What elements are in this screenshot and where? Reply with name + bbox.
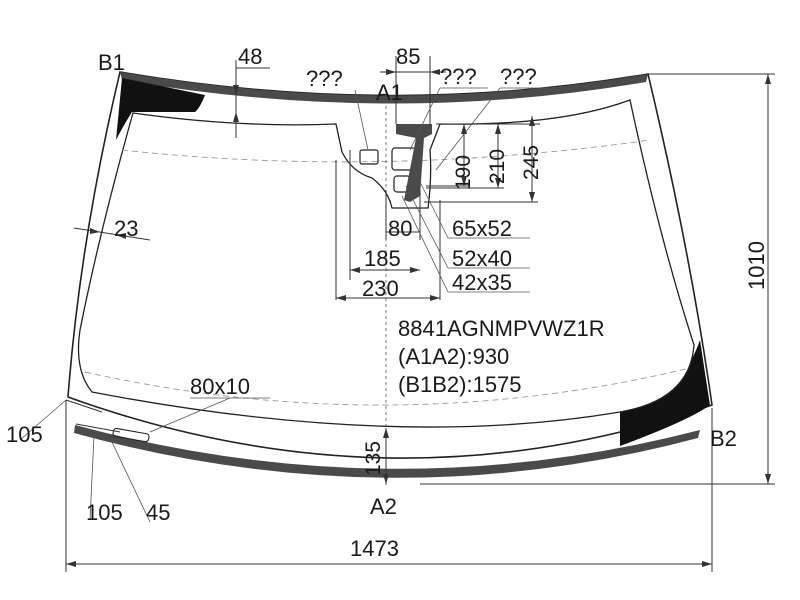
dim-unknown-2: ??? — [440, 64, 477, 89]
mirror-mount — [396, 124, 432, 202]
label-b2: B2 — [710, 426, 737, 451]
label-a2: A2 — [370, 494, 397, 519]
dashed-lower-line — [84, 367, 691, 406]
size-65x52: 65x52 — [452, 216, 512, 241]
dim-h210: 210 — [486, 149, 509, 184]
dim-top-center: 85 — [396, 44, 420, 69]
dim-h190: 190 — [452, 155, 475, 190]
size-52x40: 52x40 — [452, 246, 512, 271]
label-b1: B1 — [98, 50, 125, 75]
size-42x35: 42x35 — [452, 270, 512, 295]
part-code: 8841AGNMPVWZ1R — [398, 316, 605, 341]
dashed-inner-line — [121, 139, 651, 163]
dim-top-band: 48 — [238, 44, 262, 69]
sensor-pad-1 — [359, 149, 379, 165]
dim-side-23: 23 — [114, 216, 138, 241]
label-a1: A1 — [376, 80, 403, 105]
dims-b1b2: (B1B2):1575 — [398, 372, 522, 397]
dim-w185: 185 — [364, 246, 401, 271]
top-black-band — [120, 72, 648, 104]
bottom-black-band — [74, 425, 700, 478]
dim-w230: 230 — [362, 276, 399, 301]
heating-strip — [112, 427, 150, 443]
heat-80x10: 80x10 — [190, 374, 250, 399]
dims-a1a2: (A1A2):930 — [398, 344, 509, 369]
dim-total-height: 1010 — [744, 241, 769, 290]
dim-total-width: 1473 — [350, 536, 399, 561]
dim-bottom-45: 45 — [146, 500, 170, 525]
dim-left-105: 105 — [6, 422, 43, 447]
dim-h245: 245 — [520, 145, 543, 180]
dim-bottom-105: 105 — [86, 500, 123, 525]
dim-w80: 80 — [388, 216, 412, 241]
corner-black-b1 — [116, 78, 205, 140]
dim-bottom-135: 135 — [362, 441, 385, 476]
dim-unknown-3: ??? — [500, 64, 537, 89]
dim-unknown-1: ??? — [306, 66, 343, 91]
